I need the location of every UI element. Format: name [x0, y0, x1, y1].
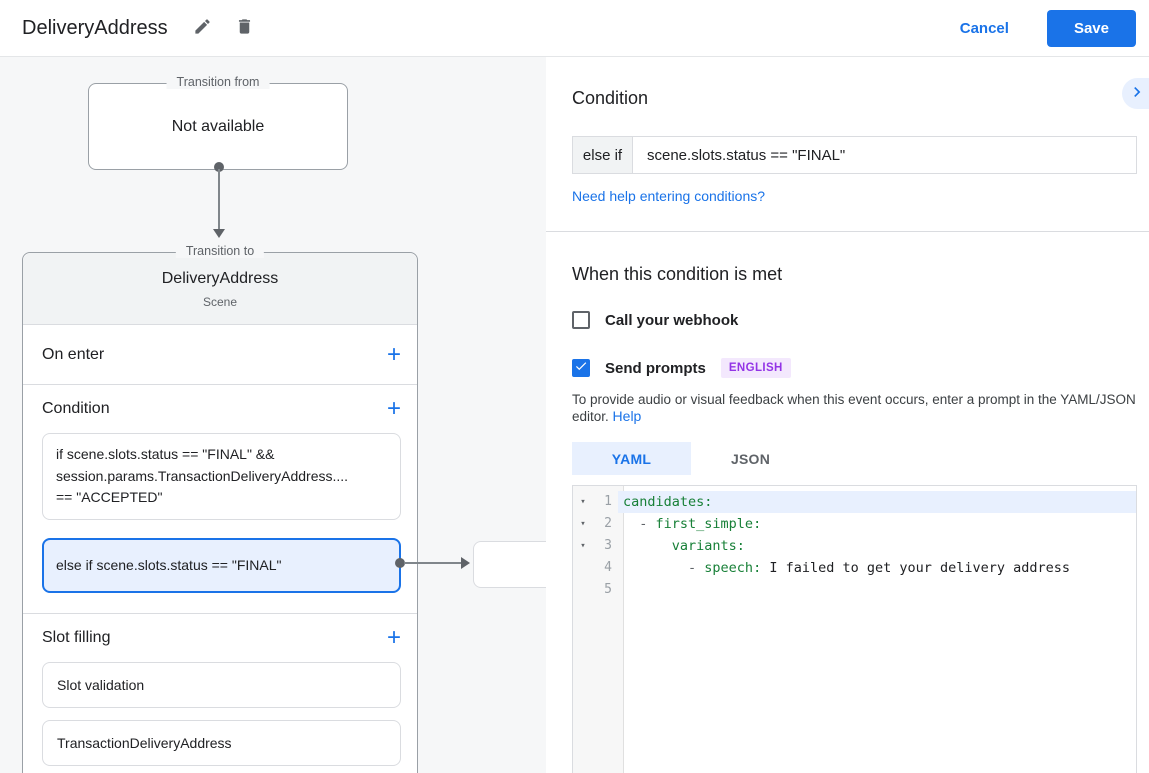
code-text[interactable]: variants:	[618, 535, 1136, 557]
connector-line-vertical	[218, 169, 220, 229]
code-token: variants:	[671, 538, 745, 554]
condition-section-label: Condition	[42, 400, 110, 417]
line-number: 2	[604, 516, 612, 531]
edit-scene-button[interactable]	[190, 15, 216, 41]
fold-arrow-icon[interactable]: ▾	[580, 497, 586, 507]
code-token	[623, 516, 639, 532]
connector-dot	[395, 558, 405, 568]
transition-to-legend: Transition to	[175, 244, 265, 258]
on-enter-label: On enter	[42, 345, 105, 363]
code-line[interactable]: 4 - speech: I failed to get your deliver…	[573, 557, 1136, 579]
send-prompts-row: Send prompts ENGLISH	[572, 358, 1137, 378]
condition-section: Condition + if scene.slots.status == "FI…	[23, 385, 417, 614]
transition-from-content: Not available	[171, 117, 265, 135]
code-token	[623, 560, 688, 576]
checkmark-icon	[574, 359, 588, 378]
connector-dot	[214, 162, 224, 172]
code-line[interactable]: ▾ 3 variants:	[573, 535, 1136, 557]
slot-item[interactable]: Slot validation	[42, 662, 401, 708]
help-link[interactable]: Help	[612, 408, 642, 424]
top-bar: DeliveryAddress Cancel Save	[0, 0, 1149, 57]
code-line[interactable]: ▾ 2 - first_simple:	[573, 513, 1136, 535]
editor-format-tabs: YAML JSON	[572, 442, 1137, 475]
transition-from-box[interactable]: Transition from Not available	[88, 75, 348, 170]
panel-title: Condition	[572, 88, 649, 108]
call-webhook-checkbox[interactable]	[572, 311, 590, 329]
prompt-help-sentence: To provide audio or visual feedback when…	[572, 392, 1136, 424]
code-token: I failed to get your delivery address	[761, 560, 1071, 576]
scene-name: DeliveryAddress	[161, 270, 279, 287]
send-prompts-label: Send prompts	[605, 359, 706, 377]
line-number: 4	[604, 560, 612, 575]
collapse-panel-button[interactable]	[1122, 78, 1149, 109]
code-line[interactable]: ▾ 1 candidates:	[573, 491, 1136, 513]
save-button[interactable]: Save	[1046, 9, 1136, 47]
condition-help-link[interactable]: Need help entering conditions?	[572, 188, 766, 204]
code-text[interactable]	[618, 579, 1136, 601]
tab-json[interactable]: JSON	[730, 450, 771, 467]
slot-filling-section: Slot filling + Slot validation Transacti…	[23, 614, 417, 773]
add-slot-button[interactable]: +	[386, 624, 401, 651]
tab-yaml[interactable]: YAML	[572, 442, 691, 475]
code-token: -	[639, 516, 656, 532]
transition-to-card: Transition to DeliveryAddress Scene On e…	[22, 244, 418, 773]
condition-prefix-label: else if	[573, 137, 633, 173]
code-token: candidates:	[623, 494, 713, 510]
line-number: 3	[604, 538, 612, 553]
condition-box[interactable]: if scene.slots.status == "FINAL" && sess…	[42, 433, 401, 520]
pencil-icon	[193, 17, 212, 39]
section-divider	[546, 231, 1149, 232]
webhook-row: Call your webhook	[572, 311, 1137, 329]
transition-from-legend: Transition from	[166, 75, 270, 89]
code-lines: ▾ 1 candidates: ▾ 2 - first_simple: ▾ 3 varian…	[573, 486, 1136, 601]
delete-scene-button[interactable]	[232, 15, 258, 41]
language-badge: ENGLISH	[720, 358, 791, 378]
code-line[interactable]: 5	[573, 579, 1136, 601]
scene-type-label: Scene	[202, 295, 238, 309]
line-number: 5	[604, 582, 612, 597]
code-token	[623, 538, 672, 554]
chevron-right-icon	[1127, 82, 1147, 105]
when-condition-heading: When this condition is met	[572, 264, 783, 284]
fold-arrow-icon[interactable]: ▾	[580, 541, 586, 551]
scene-diagram-panel: Transition from Not available Transition…	[0, 57, 546, 773]
condition-box-selected[interactable]: else if scene.slots.status == "FINAL"	[42, 537, 401, 593]
send-prompts-checkbox[interactable]	[572, 359, 590, 377]
fold-spacer	[573, 557, 593, 579]
line-number: 1	[604, 494, 612, 509]
arrow-down-icon	[213, 229, 225, 238]
code-text[interactable]: - speech: I failed to get your delivery …	[618, 557, 1136, 579]
slot-item[interactable]: TransactionDeliveryAddress	[42, 720, 401, 766]
page-title: DeliveryAddress	[22, 16, 168, 39]
transition-target-box[interactable]	[473, 541, 546, 588]
on-enter-section[interactable]: On enter +	[23, 325, 417, 385]
slot-filling-label: Slot filling	[42, 629, 111, 646]
yaml-code-editor[interactable]: ▾ 1 candidates: ▾ 2 - first_simple: ▾ 3 varian…	[572, 485, 1137, 773]
condition-detail-panel: Condition else if scene.slots.status == …	[546, 57, 1149, 773]
connector-line-horizontal	[404, 562, 462, 564]
arrow-right-icon	[461, 557, 470, 569]
cancel-button[interactable]: Cancel	[959, 19, 1009, 37]
fold-arrow-icon[interactable]: ▾	[580, 519, 586, 529]
code-token: -	[688, 560, 705, 576]
prompt-help-text: To provide audio or visual feedback when…	[572, 391, 1137, 425]
call-webhook-label: Call your webhook	[605, 311, 739, 329]
add-on-enter-button[interactable]: +	[386, 340, 401, 368]
code-token: first_simple:	[655, 516, 762, 532]
scene-card-header: DeliveryAddress Scene	[23, 253, 417, 325]
code-text[interactable]: - first_simple:	[618, 513, 1136, 535]
code-text[interactable]: candidates:	[618, 491, 1136, 513]
add-condition-button[interactable]: +	[386, 395, 401, 422]
condition-expression-input[interactable]: scene.slots.status == "FINAL"	[647, 146, 846, 164]
condition-expression-row: else if scene.slots.status == "FINAL"	[572, 136, 1137, 174]
trash-icon	[235, 17, 254, 39]
fold-spacer	[573, 579, 593, 601]
code-token: speech:	[704, 560, 762, 576]
